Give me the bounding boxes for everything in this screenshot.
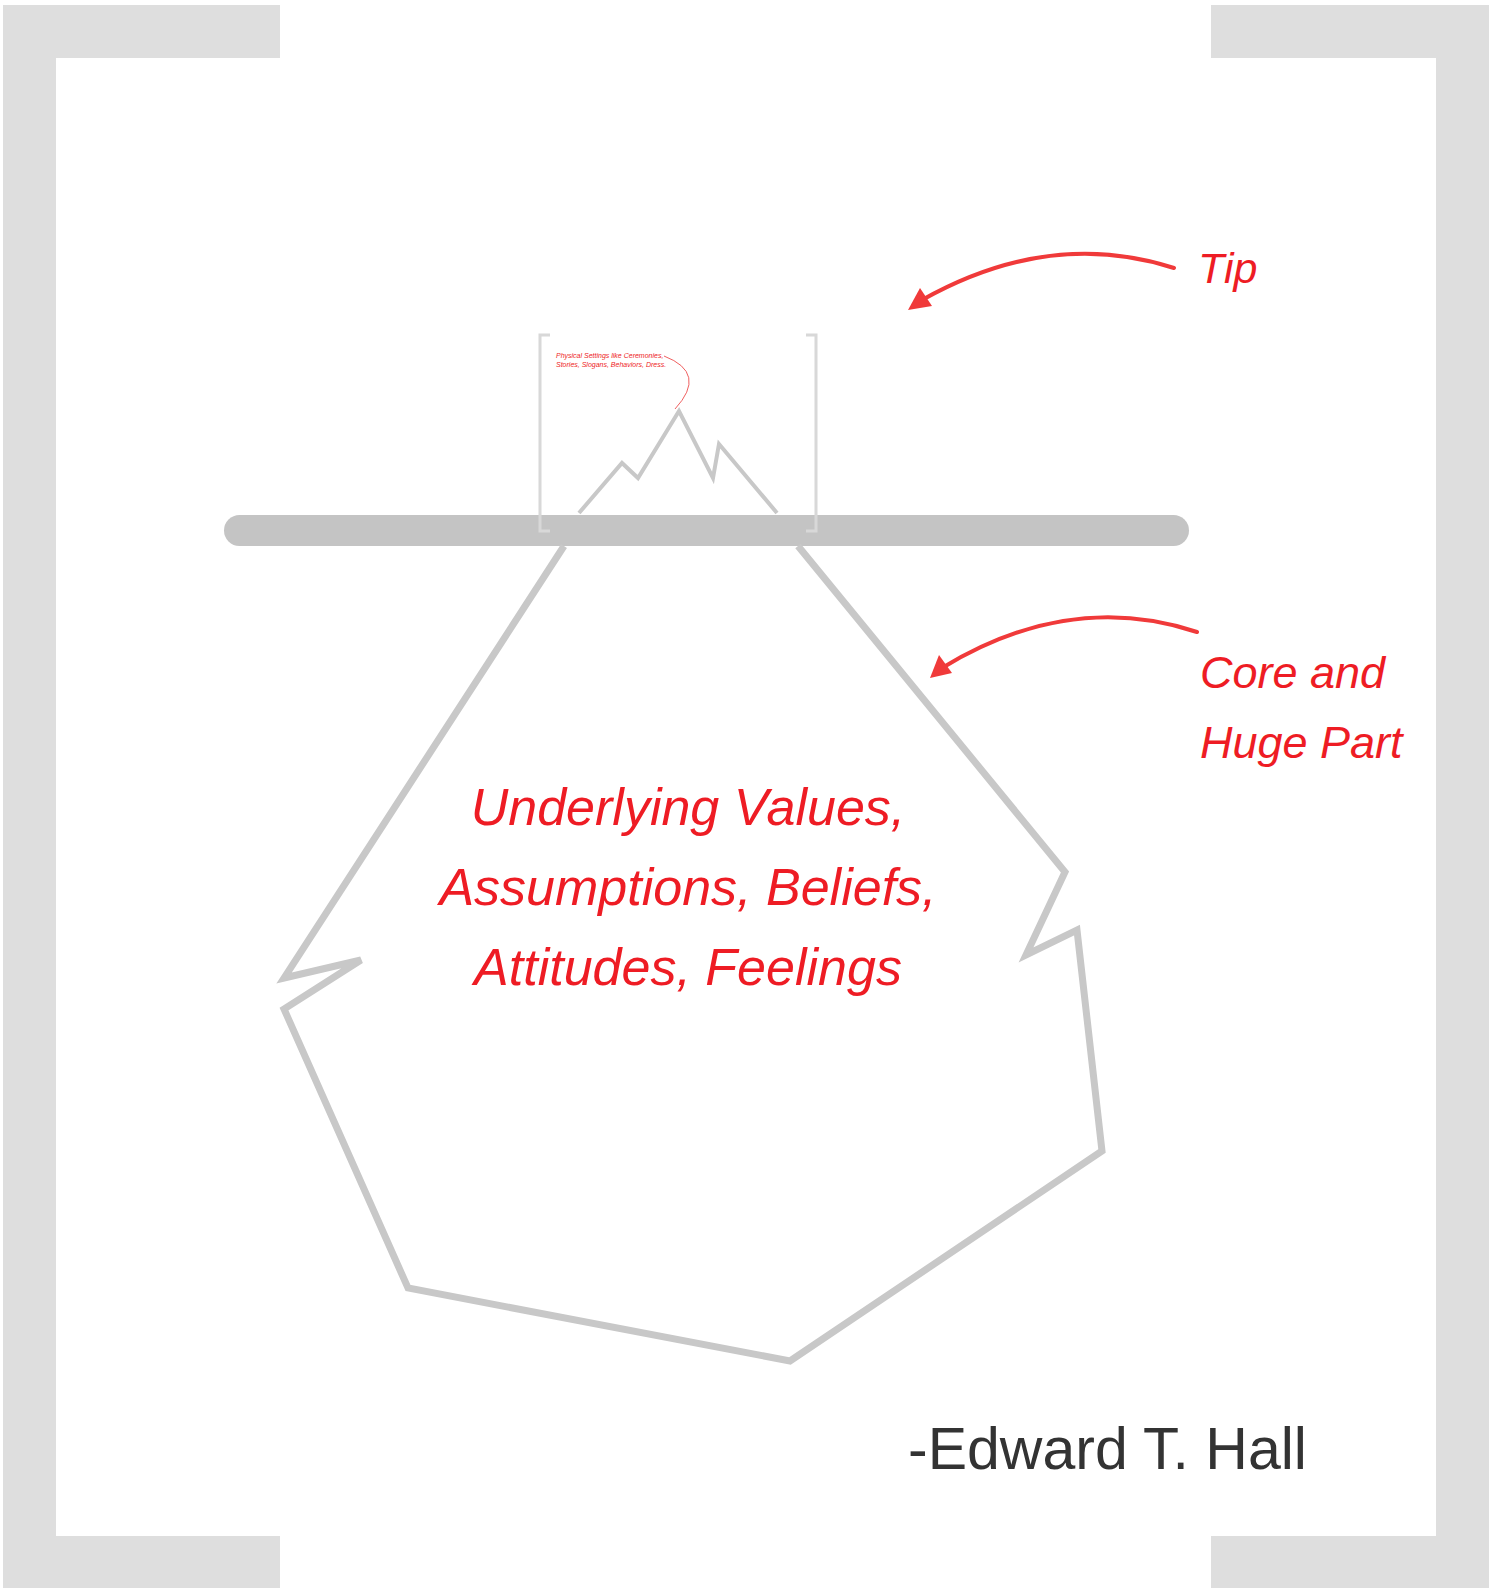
iceberg-body xyxy=(284,546,1102,1361)
author-credit: -Edward T. Hall xyxy=(908,1414,1378,1484)
core-label: Core and Huge Part xyxy=(1200,638,1436,778)
page-brackets xyxy=(3,5,1489,1588)
waterline xyxy=(224,515,1189,546)
tip-bracket xyxy=(540,335,816,531)
iceberg-tip-node: Physical Settings like Ceremonies, Stori… xyxy=(538,333,818,533)
tip-label: Tip xyxy=(1198,240,1318,296)
callout-arrowheads xyxy=(908,288,952,678)
callout-arrows xyxy=(922,254,1197,668)
node-text: Physical Settings like Ceremonies, Stori… xyxy=(556,351,668,369)
iceberg-tip xyxy=(579,411,777,513)
iceberg-body-node: Underlying Values, Assumptions, Beliefs,… xyxy=(284,545,1102,1362)
tip-leader xyxy=(664,356,689,409)
node-text: Underlying Values, Assumptions, Beliefs,… xyxy=(388,767,988,1007)
